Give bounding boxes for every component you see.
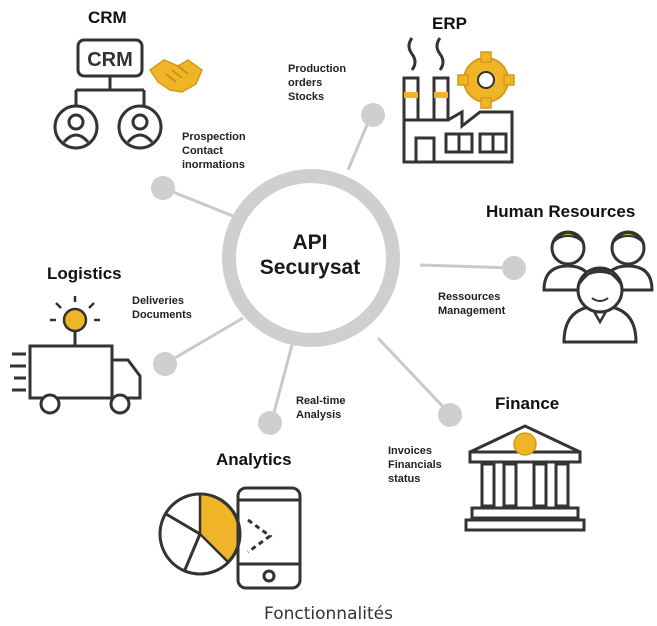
hub-label-line1: API (292, 231, 328, 254)
finance-features: Invoices Financials status (388, 444, 442, 486)
analytics-features: Real-time Analysis (296, 394, 346, 422)
spoke-analytics (270, 344, 294, 421)
pie-chart-icon (158, 492, 242, 576)
hr-feature: Ressources (438, 291, 501, 303)
logistics-feature: Documents (132, 309, 192, 321)
spoke-crm (167, 188, 239, 220)
hub-ring (222, 169, 400, 347)
finance-title: Finance (495, 394, 560, 413)
analytics-title: Analytics (216, 450, 292, 469)
node-hr (502, 256, 526, 280)
logistics-features: Deliveries Documents (132, 294, 192, 322)
analytics-feature: Real-time (296, 395, 346, 407)
erp-features: Production orders Stocks (288, 62, 346, 104)
node-logistics (153, 352, 177, 376)
hub-label-line2: Securysat (259, 256, 361, 279)
logistics-feature: Deliveries (132, 295, 184, 307)
spoke-nodes (151, 103, 526, 435)
lightbulb-icon (50, 296, 100, 346)
erp-feature: orders (288, 77, 323, 89)
crm-icon-text: CRM (87, 49, 133, 71)
spoke-finance (376, 336, 450, 414)
hub-spokes (167, 117, 513, 421)
node-crm (151, 176, 175, 200)
hr-feature: Management (438, 305, 506, 317)
erp-feature: Stocks (288, 91, 325, 103)
smartphone-icon (236, 486, 302, 590)
hub-label: API Securysat (250, 230, 370, 280)
crm-feature: Prospection (182, 131, 246, 143)
delivery-truck-icon (10, 344, 142, 415)
hr-title: Human Resources (486, 202, 636, 221)
crm-icon: CRM (53, 38, 163, 150)
node-finance (438, 403, 462, 427)
bank-coin (513, 432, 537, 456)
analytics-feature: Analysis (296, 409, 342, 421)
erp-feature: Production (288, 63, 347, 75)
diagram-caption: Fonctionnalités (264, 604, 393, 624)
logistics-title: Logistics (47, 264, 122, 283)
crm-feature: inormations (182, 159, 245, 171)
crm-title: CRM (88, 8, 127, 27)
finance-feature: status (388, 473, 421, 485)
team-icon (542, 230, 654, 344)
spoke-logistics (167, 316, 244, 364)
erp-title: ERP (432, 14, 467, 33)
crm-feature: Contact (182, 145, 223, 157)
node-analytics (258, 411, 282, 435)
finance-feature: Invoices (388, 445, 433, 457)
handshake-icon (148, 59, 203, 93)
spoke-erp (346, 117, 372, 171)
hr-features: Ressources Management (438, 290, 505, 318)
finance-feature: Financials (388, 459, 442, 471)
factory-icon (402, 37, 514, 164)
spoke-hr (419, 263, 513, 270)
gear-icon (457, 51, 515, 109)
crm-features: Prospection Contact inormations (182, 130, 246, 172)
node-erp (361, 103, 385, 127)
